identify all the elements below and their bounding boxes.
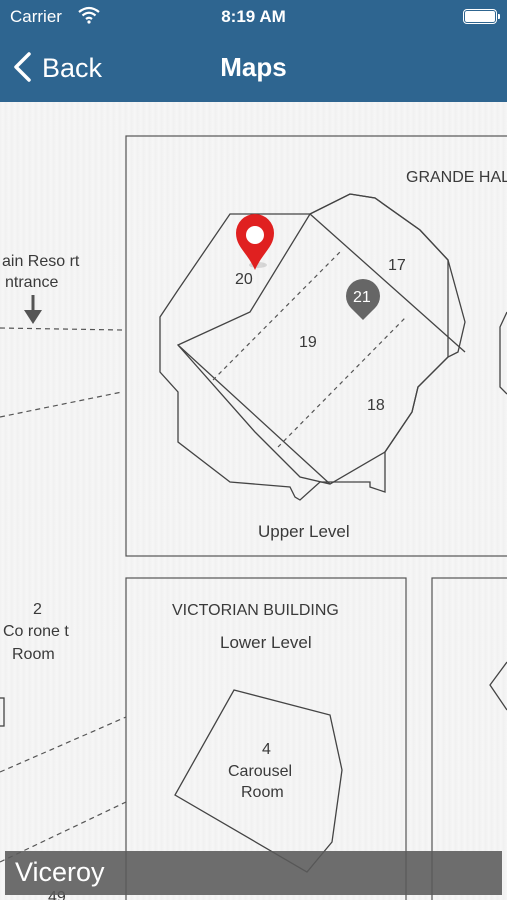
chevron-left-icon xyxy=(14,52,31,82)
victorian-building-boundary xyxy=(125,577,407,900)
room-21-marker[interactable]: 21 xyxy=(339,272,387,321)
lower-level-label: Lower Level xyxy=(220,633,312,652)
grande-hall-boundary xyxy=(125,135,507,557)
carousel-room-outline[interactable] xyxy=(174,689,343,873)
room-number-2: 2 xyxy=(33,601,42,618)
adjacent-room-outline xyxy=(489,661,507,711)
back-button[interactable]: Back xyxy=(10,48,102,88)
coronet-room-outline xyxy=(0,697,5,727)
room-number-4: 4 xyxy=(262,741,271,758)
main-entrance-label-line1: ain Reso rt xyxy=(2,253,80,270)
coronet-room-name-line2: Room xyxy=(12,646,55,663)
walkway-line xyxy=(0,716,127,773)
victorian-building-label: VICTORIAN BUILDING xyxy=(172,602,339,619)
main-entrance-label-line2: ntrance xyxy=(5,274,58,291)
adjacent-building-boundary xyxy=(431,577,507,900)
walkway-line xyxy=(0,391,123,418)
room-partition xyxy=(212,251,341,381)
selected-location-bar[interactable]: Viceroy xyxy=(5,851,502,895)
nav-bar: Back Maps xyxy=(0,34,507,102)
room-partition xyxy=(277,317,406,448)
coronet-room-name-line1: Co rone t xyxy=(3,623,69,640)
room-number-21: 21 xyxy=(353,289,371,306)
wifi-icon xyxy=(78,6,100,24)
map-view[interactable]: GRANDE HAL ain Reso rt ntrance 20 17 19 … xyxy=(0,102,507,900)
map-pin-icon[interactable] xyxy=(236,214,274,270)
room-number-17[interactable]: 17 xyxy=(388,257,406,274)
battery-icon xyxy=(463,9,500,24)
room-number-18[interactable]: 18 xyxy=(367,397,385,414)
back-button-label: Back xyxy=(42,52,103,83)
adjacent-building-outline xyxy=(499,311,507,395)
upper-level-label: Upper Level xyxy=(258,522,350,541)
carrier-label: Carrier xyxy=(10,7,62,26)
floor-plan-map[interactable]: GRANDE HAL ain Reso rt ntrance 20 17 19 … xyxy=(0,102,507,900)
room-number-19[interactable]: 19 xyxy=(299,334,317,351)
wall-line xyxy=(309,213,466,353)
carousel-room-name-line1: Carousel xyxy=(228,763,292,780)
arrow-down-icon xyxy=(24,295,42,324)
wall-line xyxy=(177,344,331,485)
carousel-room-name-line2: Room xyxy=(241,784,284,801)
status-time: 8:19 AM xyxy=(221,7,286,26)
walkway-line xyxy=(0,327,123,331)
room-block-17-19 xyxy=(176,193,466,485)
grande-hall-label: GRANDE HAL xyxy=(406,169,507,186)
status-bar: Carrier 8:19 AM xyxy=(0,0,507,34)
room-number-20[interactable]: 20 xyxy=(235,271,253,288)
selected-location-name: Viceroy xyxy=(15,857,105,887)
page-title: Maps xyxy=(220,52,287,82)
